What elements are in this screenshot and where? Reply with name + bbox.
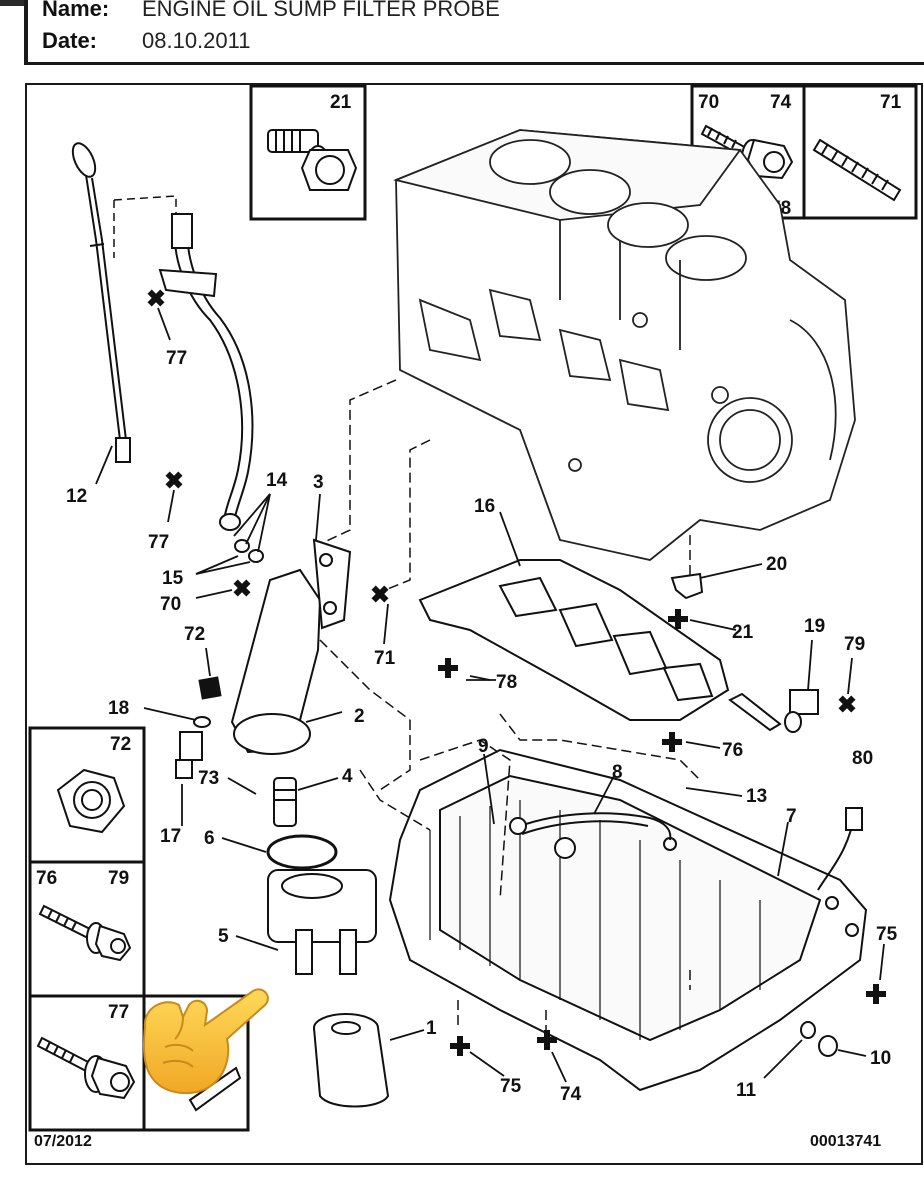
callout-12: 12 [66, 486, 87, 507]
callout-21: 21 [732, 622, 754, 643]
callout-72: 72 [184, 624, 205, 645]
engine-block [393, 129, 856, 561]
oil-baffle-plate [418, 559, 730, 721]
callout-5: 5 [218, 926, 229, 947]
oil-level-sensor [728, 689, 863, 891]
callout-20: 20 [766, 554, 787, 575]
callout-2: 2 [354, 706, 365, 727]
name-value: ENGINE OIL SUMP FILTER PROBE [142, 0, 500, 21]
filter-union-pipe [273, 777, 297, 827]
callout-11: 11 [736, 1080, 757, 1101]
callout-79: 79 [844, 634, 865, 655]
cross-markers [147, 289, 886, 1056]
callout-13: 13 [746, 786, 767, 807]
callout-9: 9 [478, 736, 489, 757]
inset-74-label: 74 [770, 92, 792, 113]
stud-icon [812, 138, 902, 202]
inset-72-label: 72 [110, 734, 131, 755]
hex-nut-icon [56, 768, 126, 834]
hex-bolt-icon [700, 124, 794, 180]
inset-box-76-79: 76 79 [28, 860, 146, 998]
callout-77a: 77 [166, 348, 187, 369]
inset-box-21: 21 [249, 84, 367, 221]
footer-date: 07/2012 [34, 1133, 92, 1150]
callout-7: 7 [786, 806, 797, 827]
callout-18: 18 [108, 698, 129, 719]
pressure-sensor [175, 716, 211, 779]
document-header: Name: ENGINE OIL SUMP FILTER PROBE Date:… [24, 0, 924, 65]
callout-leaders [95, 307, 885, 1083]
dipstick-guide-tube [158, 213, 254, 531]
callout-78: 78 [496, 672, 517, 693]
callout-75b: 75 [876, 924, 898, 945]
callout-numbers: 1 2 3 4 5 6 7 8 9 10 11 12 13 14 15 16 1… [66, 348, 898, 1105]
filter-cooler [267, 869, 377, 975]
diagram-svg: 21 70 74 75 78 71 [25, 83, 923, 1165]
oil-sump [388, 748, 868, 1092]
callout-8: 8 [612, 762, 623, 783]
diagram-frame [25, 83, 923, 1165]
callout-3: 3 [313, 472, 324, 493]
filter-housing [230, 538, 352, 755]
inset-70-label: 70 [698, 92, 719, 113]
callout-74: 74 [560, 1084, 582, 1105]
bracket-icon [188, 1066, 242, 1112]
inset-71-label: 71 [880, 92, 902, 113]
name-label: Name: [42, 0, 110, 21]
callout-73: 73 [198, 768, 219, 789]
sump-leader-dashes [319, 639, 701, 1030]
callout-14: 14 [266, 470, 288, 491]
dipstick [71, 142, 131, 463]
callout-10: 10 [870, 1048, 891, 1069]
callout-16: 16 [474, 496, 495, 517]
filter-gasket [266, 834, 338, 870]
seal-ring-72-marker [198, 676, 222, 700]
inset-76-label: 76 [36, 868, 57, 889]
oil-filter-cartridge [313, 1013, 390, 1108]
footer-code: 00013741 [810, 1133, 881, 1150]
callout-4: 4 [342, 766, 353, 787]
oil-pickup-pipe [509, 812, 672, 841]
inset-box-72: 72 [28, 726, 146, 864]
flange-bolt-icon [267, 129, 358, 191]
parts-diagram: 21 70 74 75 78 71 [24, 80, 924, 1199]
callout-1: 1 [426, 1018, 437, 1039]
inset-21-label: 21 [330, 92, 352, 113]
shoulder-bolt-icon [36, 1036, 136, 1100]
callout-71: 71 [374, 648, 396, 669]
inset-box-71: 71 [802, 84, 918, 220]
callout-75a: 75 [500, 1076, 522, 1097]
callout-15: 15 [162, 568, 184, 589]
seal-rings-14 [234, 539, 264, 563]
flanged-screw-icon [38, 904, 132, 962]
block-leader-dashes [317, 379, 691, 593]
callout-6: 6 [204, 828, 215, 849]
inset-79-label: 79 [108, 868, 129, 889]
callout-80: 80 [852, 748, 873, 769]
callout-17: 17 [160, 826, 181, 847]
bracket-20 [670, 572, 704, 600]
drain-plug [800, 1021, 838, 1057]
callout-76: 76 [722, 740, 743, 761]
inset-77-label: 77 [108, 1002, 129, 1023]
dipstick-leader-dashes [113, 195, 177, 258]
pointing-hand-emoji-icon [143, 988, 269, 1095]
callout-70: 70 [160, 594, 181, 615]
date-value: 08.10.2011 [142, 28, 251, 53]
callout-19: 19 [804, 616, 825, 637]
callout-77b: 77 [148, 532, 169, 553]
date-label: Date: [42, 28, 98, 53]
